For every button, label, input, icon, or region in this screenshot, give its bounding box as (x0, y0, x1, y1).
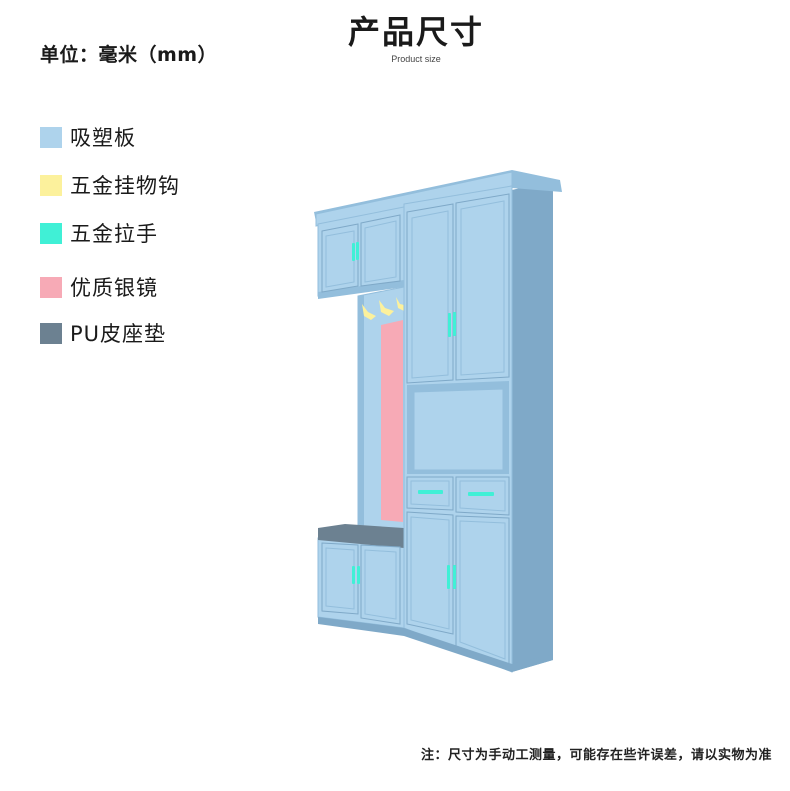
page-subtitle: Product size (391, 54, 441, 64)
back-panel-side (358, 295, 364, 528)
legend-label-hook: 五金挂物钩 (70, 174, 180, 198)
handle-upper-left-2 (356, 242, 359, 260)
legend-label-cushion: PU皮座垫 (70, 322, 167, 346)
legend-item-hook: 五金挂物钩 (40, 170, 180, 200)
title-block: 产品尺寸 Product size (0, 10, 790, 64)
unit-label: 单位：毫米（mm） (40, 44, 218, 66)
upper-left-cabinet-bottom (318, 280, 404, 299)
mirror (381, 320, 403, 522)
coat-hooks (362, 297, 404, 320)
handle-lower-left-1 (352, 566, 355, 584)
legend-item-board: 吸塑板 (40, 122, 136, 152)
cabinet-side-panel (512, 180, 553, 672)
handle-drawer-right (468, 492, 494, 496)
plinth (318, 617, 553, 672)
hook-3 (396, 297, 404, 311)
legend-item-handle: 五金拉手 (40, 218, 158, 248)
swatch-mirror (40, 276, 62, 298)
legend-label-board: 吸塑板 (70, 126, 136, 150)
footnote: 注：尺寸为手动工测量，可能存在些许误差，请以实物为准 (420, 748, 772, 763)
handles (352, 242, 494, 589)
bench-cushion (318, 524, 404, 548)
legend-item-mirror: 优质银镜 (40, 272, 158, 302)
swatch-handle (40, 222, 62, 244)
open-niche-back (413, 388, 504, 471)
handle-drawer-left (418, 490, 443, 494)
hook-2 (379, 300, 394, 316)
handle-tall-1 (448, 313, 451, 337)
handle-lower-tall-1 (447, 565, 450, 589)
page-title: 产品尺寸 (347, 13, 484, 51)
legend-item-cushion: PU皮座垫 (40, 318, 166, 348)
swatch-hook (40, 174, 62, 196)
legend-label-mirror: 优质银镜 (70, 276, 158, 300)
handle-lower-tall-2 (453, 565, 456, 589)
handle-lower-left-2 (357, 566, 360, 584)
handle-tall-2 (453, 312, 456, 336)
swatch-board (40, 126, 62, 148)
cabinet-body (314, 170, 562, 673)
hook-1 (362, 304, 376, 320)
legend-label-handle: 五金拉手 (70, 222, 158, 246)
handle-upper-left-1 (352, 243, 355, 261)
swatch-cushion (40, 322, 62, 344)
